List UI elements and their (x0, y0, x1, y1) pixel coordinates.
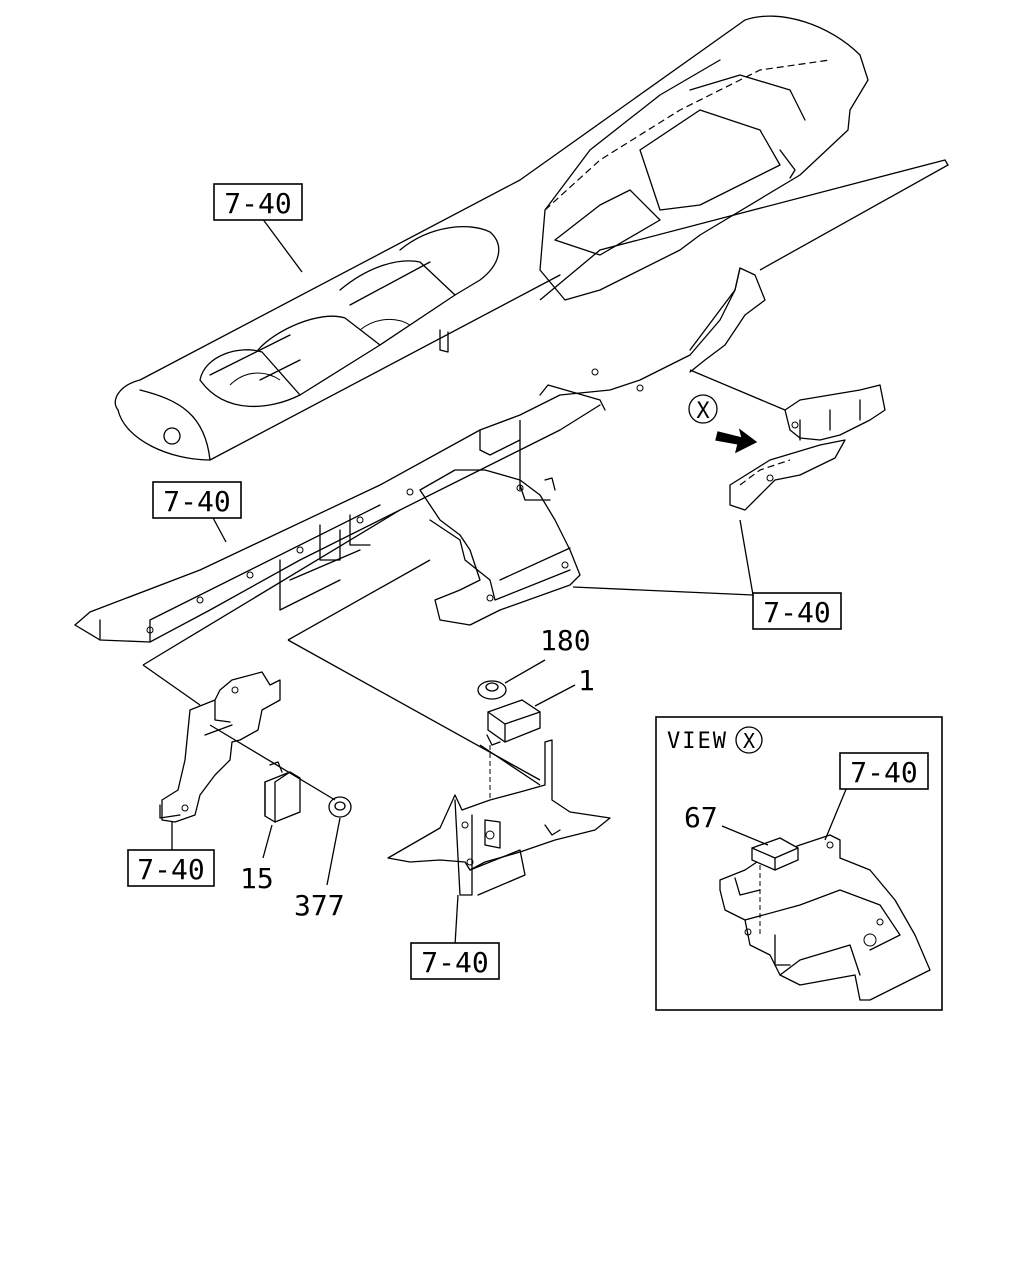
circled-x-icon (688, 394, 718, 424)
circled-x-icon (735, 726, 763, 754)
instrument-panel-drawing (114, 15, 869, 461)
part-number-180: 180 (540, 624, 591, 657)
assembly-lines (142, 159, 949, 801)
part-number-15: 15 (240, 862, 274, 895)
part-number-377: 377 (294, 889, 345, 922)
floor-bracket-drawing (387, 739, 611, 896)
part-number-1: 1 (578, 664, 595, 697)
view-panel-title: VIEW (667, 729, 728, 754)
ref-label-center-bracket: 7-40 (410, 942, 500, 980)
leader-lines (171, 217, 754, 946)
ref-label-right-support: 7-40 (752, 592, 842, 630)
view-panel-marker: X (743, 729, 755, 753)
view-marker: X (688, 394, 718, 424)
ref-label-dashboard: 7-40 (213, 183, 303, 221)
left-bracket-drawing (159, 671, 352, 823)
ref-label-left-bracket: 7-40 (127, 849, 215, 887)
ref-label-text: 7-40 (224, 187, 291, 220)
column-bracket-drawing (419, 469, 581, 626)
ref-label-text: 7-40 (421, 946, 488, 979)
view-panel-sensor-drawing (751, 837, 799, 871)
part-number-67: 67 (684, 801, 718, 834)
ref-label-view-bracket: 7-40 (839, 752, 929, 790)
ref-label-text: 7-40 (163, 485, 230, 518)
ref-label-text: 7-40 (137, 853, 204, 886)
view-panel-bracket-drawing (719, 834, 931, 1001)
view-marker-letter: X (696, 399, 710, 424)
module-drawing (477, 680, 541, 800)
right-bracket-drawing (715, 384, 886, 511)
ref-label-text: 7-40 (763, 596, 830, 629)
ref-label-crossmember: 7-40 (152, 481, 242, 519)
crossmember-drawing (74, 267, 766, 643)
view-x-panel: VIEW X 7-40 67 (655, 716, 943, 1011)
ref-label-text: 7-40 (850, 756, 917, 789)
